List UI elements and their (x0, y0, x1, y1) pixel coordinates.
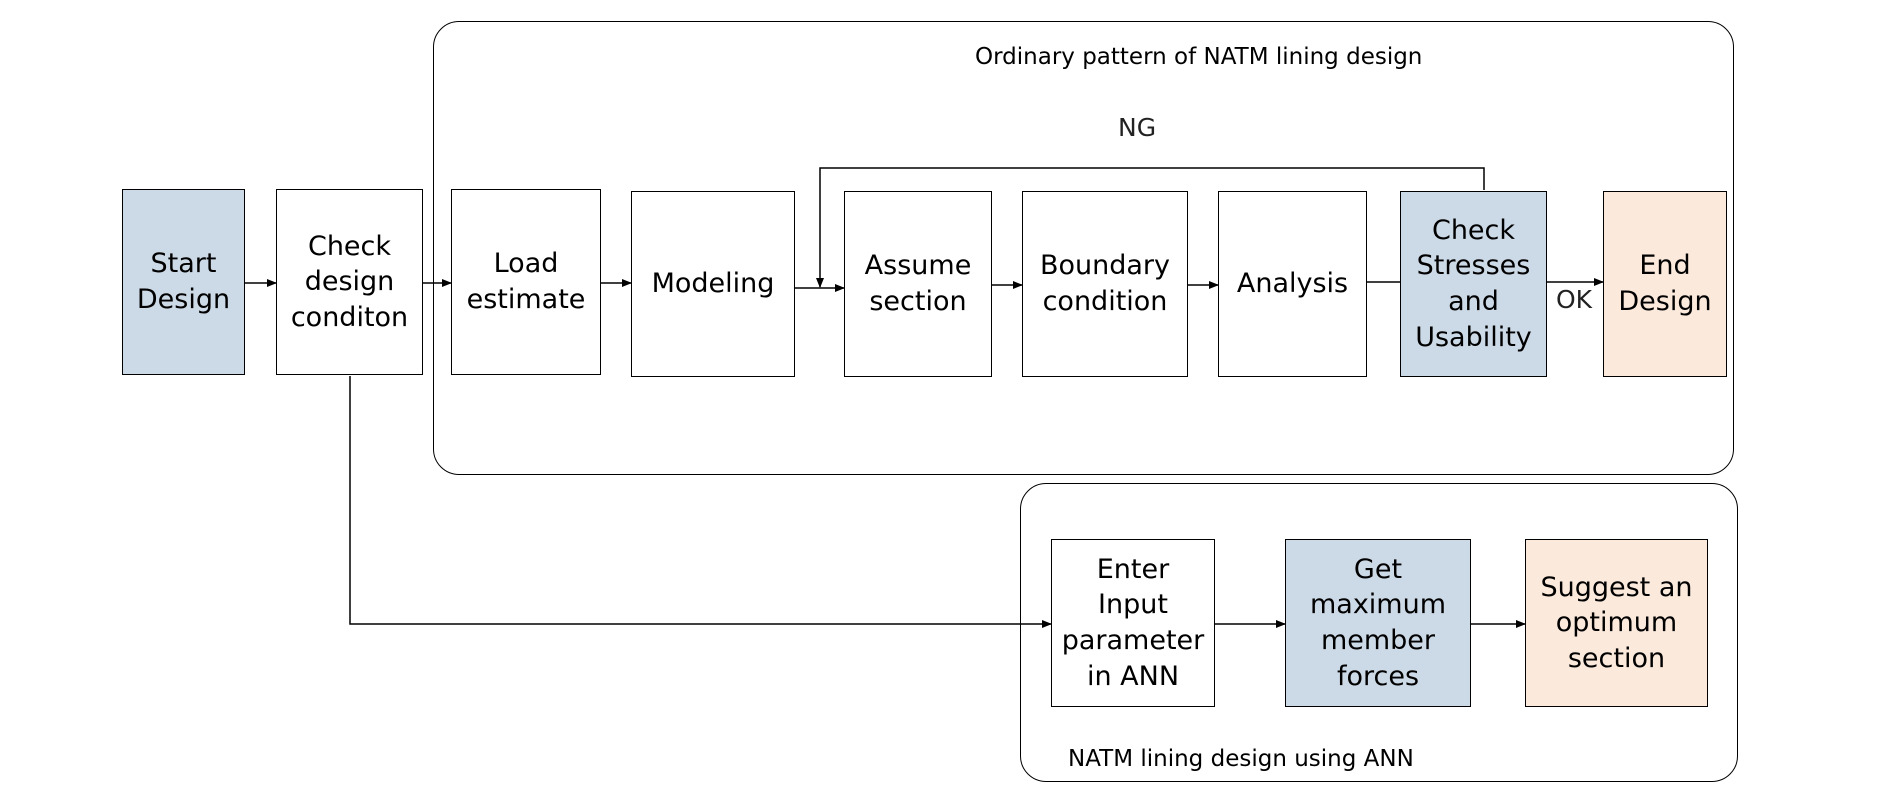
ng-label: NG (1118, 113, 1157, 142)
check-design-condition-node: Check design conditon (276, 189, 423, 375)
boundary-condition-node: Boundary condition (1022, 191, 1188, 377)
edge-check-condition-to-ann (349, 376, 1052, 628)
ok-label: OK (1556, 285, 1593, 314)
ann-design-title: NATM lining design using ANN (1068, 746, 1414, 772)
load-estimate-node: Load estimate (451, 189, 601, 375)
start-design-node: Start Design (122, 189, 245, 375)
ann-design-group (1020, 483, 1738, 782)
ordinary-pattern-title: Ordinary pattern of NATM lining design (975, 44, 1423, 70)
modeling-node: Modeling (631, 191, 795, 377)
check-stresses-usability-node: Check Stresses and Usability (1400, 191, 1547, 377)
end-design-node: End Design (1603, 191, 1727, 377)
enter-input-ann-node: Enter Input parameter in ANN (1051, 539, 1215, 707)
assume-section-node: Assume section (844, 191, 992, 377)
analysis-node: Analysis (1218, 191, 1367, 377)
ordinary-pattern-group (433, 21, 1734, 475)
get-max-member-forces-node: Get maximum member forces (1285, 539, 1471, 707)
edge-ng-feedback (816, 167, 1485, 288)
suggest-optimum-section-node: Suggest an optimum section (1525, 539, 1708, 707)
